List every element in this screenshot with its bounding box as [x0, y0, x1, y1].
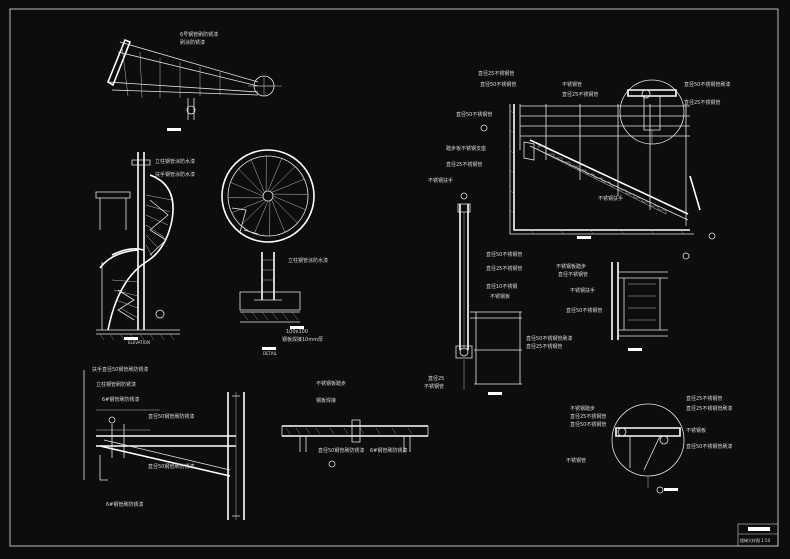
spiral-tread-line — [267, 158, 282, 192]
label-can-4: 直径50钢管刷防锈漆 — [148, 413, 194, 420]
label-dt2-4: 直径25不锈钢管 — [686, 395, 722, 402]
label-mid-1: 不锈钢板踏步 — [556, 263, 586, 270]
label-spiral-1: 立柱钢管涂防水漆 — [155, 158, 195, 165]
label-dt2-5: 直径25不锈钢管刷漆 — [686, 405, 732, 412]
rail-joint-detail-1: 不锈钢管 直径25不锈钢管 直径50不锈钢管刷漆 直径25不锈钢管 — [562, 79, 730, 145]
step-bracket-detail: 不锈钢板踏步 直径不锈钢管 不锈钢扶手 直径50不锈钢管 — [556, 252, 690, 351]
label-post-1: 直径50不锈钢管 — [486, 251, 522, 258]
label-rail-top-1: 6号钢管刷防锈漆 — [180, 31, 218, 38]
spiral-tread-line — [231, 199, 265, 214]
label-mid-2: 直径不锈钢管 — [558, 271, 588, 278]
label-beam-1: 不锈钢板踏步 — [316, 380, 346, 387]
label-str-7: 不锈钢扶手 — [598, 195, 623, 202]
spiral-tread-line — [238, 168, 264, 195]
label-post-8: 不锈钢管 — [424, 383, 444, 390]
spiral-tread-line — [269, 166, 296, 192]
spiral-stair-elevation: 立柱钢管涂防水漆 扶手钢管涂防水漆 ELEVATION — [95, 152, 195, 345]
label-str-6: 不锈钢扶手 — [428, 177, 453, 184]
label-beam-3: 直径50钢管刷防锈漆 — [318, 447, 364, 454]
label-dt2-8: 不锈钢管 — [566, 457, 586, 464]
title-block: 楼梯大样图 1:50 — [737, 523, 779, 547]
label-dt2-6: 不锈钢板 — [686, 427, 706, 434]
label-spiral-base: 立柱钢管涂防水漆 — [288, 257, 328, 264]
label-str-4: 踏步板不锈钢支座 — [446, 145, 486, 152]
label-dt2-1: 不锈钢踏步 — [570, 405, 595, 412]
beam-detail: 不锈钢板踏步 钢板焊接 直径50钢管刷防锈漆 6#钢管刷防锈漆 — [281, 380, 429, 468]
label-dt2-2: 直径25不锈钢管 — [570, 413, 606, 420]
label-mid-3: 不锈钢扶手 — [570, 287, 595, 294]
label-can-2: 立柱钢管刷防锈漆 — [96, 381, 136, 388]
elevation-caption: ELEVATION — [128, 340, 150, 345]
spiral-tread-line — [271, 178, 305, 193]
label-post-3: 直径10不锈钢 — [486, 283, 517, 290]
label-dt1-3: 直径50不锈钢管刷漆 — [684, 81, 730, 88]
detail-caption: DETAIL — [263, 351, 278, 356]
spiral-tread-line — [271, 199, 286, 233]
label-dt1-4: 直径25不锈钢管 — [684, 99, 720, 106]
post-detail: 直径50不锈钢管 直径25不锈钢管 直径10不锈钢 不锈钢板 直径50不锈钢管刷… — [424, 192, 572, 395]
label-spiral-2: 扶手钢管涂防水漆 — [155, 171, 195, 178]
cantilever-bracket: 扶手直径50钢管刷防锈漆 立柱钢管刷防锈漆 6#钢管刷防锈漆 直径50钢管刷防锈… — [83, 366, 245, 520]
label-post-5: 直径50不锈钢管刷漆 — [526, 335, 572, 342]
label-dt2-7: 直径50不锈钢管刷漆 — [686, 443, 732, 450]
spiral-tread-line — [230, 182, 264, 197]
label-can-6: 6#钢管刷防锈漆 — [106, 501, 143, 508]
label-can-1: 扶手直径50钢管刷防锈漆 — [92, 366, 148, 373]
label-str-1: 直径25不锈钢管 — [478, 70, 514, 77]
label-spiral-base-2: 100x100 — [286, 329, 308, 335]
label-spiral-base-3: 钢板焊接10mm厚 — [282, 336, 323, 343]
spiral-tread-line — [250, 159, 265, 193]
label-beam-2: 钢板焊接 — [316, 397, 336, 404]
spiral-tread-line — [272, 195, 306, 210]
label-can-3: 6#钢管刷防锈漆 — [102, 396, 139, 403]
label-post-7: 直径25 — [428, 375, 444, 382]
spiral-base-detail: 立柱钢管涂防水漆 100x100 钢板焊接10mm厚 DETAIL — [239, 252, 328, 356]
label-str-5: 直径25不锈钢管 — [446, 161, 482, 168]
label-mid-4: 直径50不锈钢管 — [566, 307, 602, 314]
title-block-text: 楼梯大样图 1:50 — [740, 537, 771, 543]
label-can-5: 直径50钢管刷防锈漆 — [148, 463, 194, 470]
label-post-6: 直径25不锈钢管 — [526, 343, 562, 350]
label-dt1-2: 直径25不锈钢管 — [562, 91, 598, 98]
label-post-4: 不锈钢板 — [490, 293, 510, 300]
label-dt2-3: 直径50不锈钢管 — [570, 421, 606, 428]
label-beam-4: 6#钢管刷防锈漆 — [370, 447, 407, 454]
sheet-border — [9, 8, 779, 547]
spiral-tread-line — [254, 200, 269, 234]
label-str-2: 直径50不锈钢管 — [480, 81, 516, 88]
label-dt1-1: 不锈钢管 — [562, 81, 582, 88]
rail-joint-detail-2: 不锈钢踏步 直径25不锈钢管 直径50不锈钢管 直径25不锈钢管 直径25不锈钢… — [566, 395, 732, 494]
handrail-section: 6号钢管刷防锈漆 刷涂防锈漆 — [107, 31, 282, 131]
straight-stair-section: 直径25不锈钢管 直径50不锈钢管 直径50不锈钢管 踏步板不锈钢支座 直径25… — [428, 70, 716, 240]
spiral-stair-plan — [221, 149, 315, 243]
spiral-tread-line — [240, 200, 267, 226]
label-post-2: 直径25不锈钢管 — [486, 265, 522, 272]
label-rail-top-2: 刷涂防锈漆 — [180, 39, 205, 46]
spiral-tread-line — [272, 197, 298, 224]
label-str-3: 直径50不锈钢管 — [456, 111, 492, 118]
